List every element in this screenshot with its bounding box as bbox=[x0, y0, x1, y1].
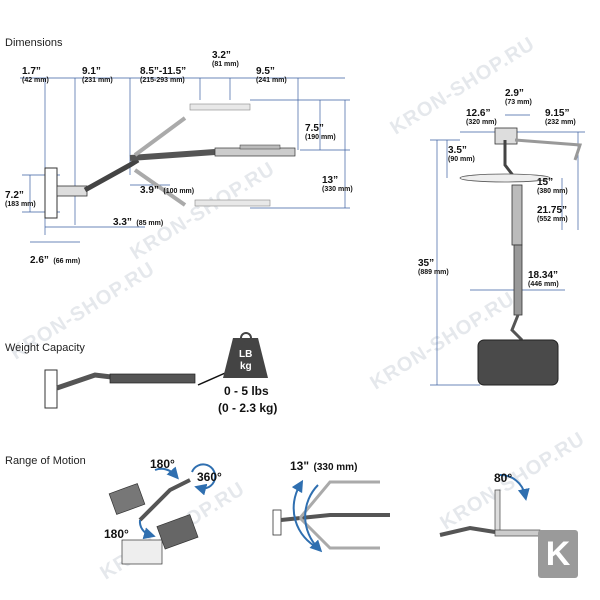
dim-label: 1.7”(42 mm) bbox=[22, 66, 49, 84]
range-of-motion-title: Range of Motion bbox=[5, 455, 86, 467]
motion-drawing-3 bbox=[439, 473, 541, 537]
front-dimension-lines bbox=[430, 114, 585, 386]
shop-logo: K bbox=[538, 530, 578, 578]
weight-arm-drawing bbox=[44, 332, 268, 409]
weight-kg: (0 - 2.3 kg) bbox=[218, 401, 278, 415]
weight-badge-top: LB bbox=[239, 349, 253, 360]
dim-label: 15”(380 mm) bbox=[537, 177, 568, 195]
dim-label: 7.5”(190 mm) bbox=[305, 123, 336, 141]
dim-label: 35”(889 mm) bbox=[418, 258, 449, 276]
dim-label: 7.2”(183 mm) bbox=[5, 190, 36, 208]
dim-label: 21.75”(552 mm) bbox=[537, 205, 568, 223]
rotation-label: 180° bbox=[104, 527, 129, 541]
tilt-label: 80° bbox=[494, 471, 513, 485]
side-dimension-lines bbox=[20, 77, 350, 243]
rotation-label: 360° bbox=[197, 470, 222, 484]
lift-label: 13" (330 mm) bbox=[290, 459, 358, 473]
dim-label: 9.15”(232 mm) bbox=[545, 108, 576, 126]
dim-label: 2.6” (66 mm) bbox=[30, 255, 81, 266]
motion-drawing-1 bbox=[108, 463, 217, 565]
dim-label: 18.34”(446 mm) bbox=[528, 270, 559, 288]
motion-drawing-2 bbox=[272, 479, 390, 553]
dim-label: 3.5”(90 mm) bbox=[448, 145, 475, 163]
dim-label: 9.1”(231 mm) bbox=[82, 66, 113, 84]
dim-label: 13”(330 mm) bbox=[322, 175, 353, 193]
weight-capacity-title: Weight Capacity bbox=[5, 342, 85, 354]
dim-label: 3.3” (85 mm) bbox=[113, 217, 164, 228]
dim-label: 9.5”(241 mm) bbox=[256, 66, 287, 84]
dim-label: 8.5”-11.5”(215-293 mm) bbox=[140, 66, 187, 84]
dim-label: 3.2”(81 mm) bbox=[212, 50, 239, 68]
dimensions-title: Dimensions bbox=[5, 37, 63, 49]
front-arm-drawing bbox=[459, 127, 583, 386]
weight-lbs: 0 - 5 lbs bbox=[224, 384, 269, 398]
dim-label: 2.9”(73 mm) bbox=[505, 88, 532, 106]
rotation-label: 180° bbox=[150, 457, 175, 471]
dim-label: 12.6”(320 mm) bbox=[466, 108, 497, 126]
side-arm-drawing bbox=[44, 103, 296, 219]
weight-badge-bottom: kg bbox=[240, 361, 252, 372]
dim-label: 3.9” (100 mm) bbox=[140, 185, 195, 196]
